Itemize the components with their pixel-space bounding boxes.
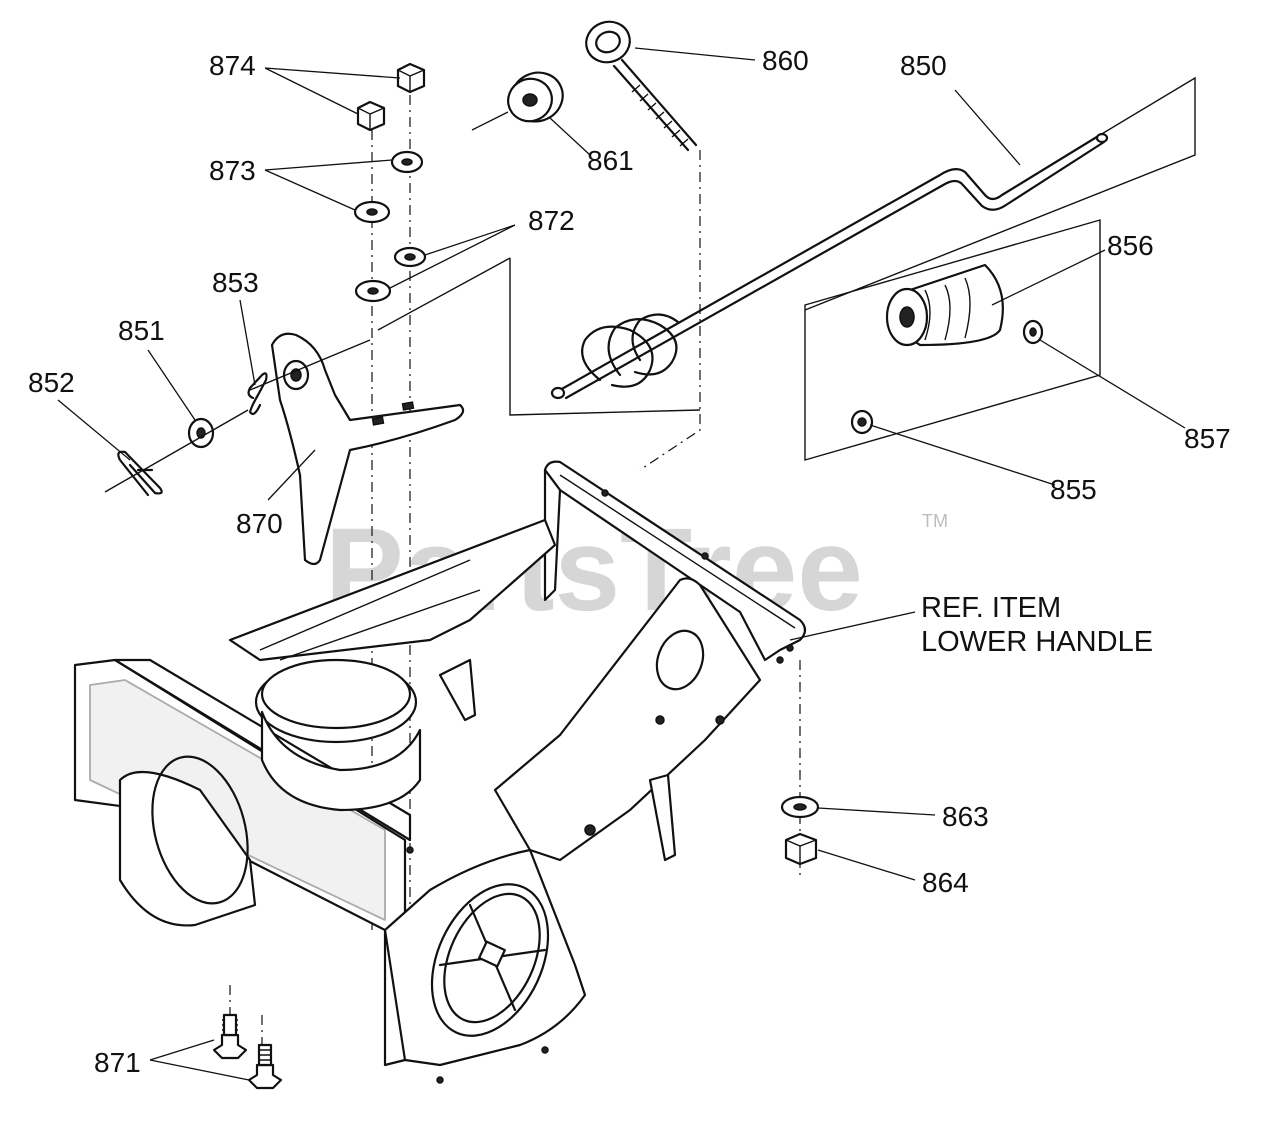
crank-rod-850 (550, 132, 1109, 400)
label-850: 850 (900, 50, 947, 81)
label-874: 874 (209, 50, 256, 81)
roller-856 (885, 263, 1004, 347)
label-851: 851 (118, 315, 165, 346)
clip-pin-852 (104, 409, 249, 497)
label-852: 852 (28, 367, 75, 398)
label-857: 857 (1184, 423, 1231, 454)
reference-line-1: REF. ITEM (921, 592, 1061, 624)
washer-863 (780, 795, 820, 819)
panel-outline-850 (509, 258, 701, 416)
bushing-861 (471, 71, 564, 131)
label-871: 871 (94, 1047, 141, 1078)
label-853: 853 (212, 267, 259, 298)
label-873: 873 (209, 155, 256, 186)
washer-851 (187, 417, 215, 449)
bracket-870 (249, 332, 465, 566)
panel-outline-left (377, 257, 511, 331)
label-861: 861 (587, 145, 634, 176)
panel-outline-850-right (804, 76, 1196, 311)
label-860: 860 (762, 45, 809, 76)
washer-857 (1022, 319, 1044, 345)
washer-855 (850, 409, 874, 435)
auger-housing (73, 518, 762, 1084)
hardware-stack-left (353, 62, 427, 303)
part-number-labels: 874 860 850 861 873 872 856 853 851 852 … (28, 45, 1231, 1078)
label-863: 863 (942, 801, 989, 832)
label-855: 855 (1050, 474, 1097, 505)
reference-note: REF. ITEM LOWER HANDLE (921, 592, 1153, 658)
label-872: 872 (528, 205, 575, 236)
nut-864 (784, 832, 818, 866)
label-856: 856 (1107, 230, 1154, 261)
reference-line-2: LOWER HANDLE (921, 626, 1153, 658)
bolts-871 (212, 1013, 283, 1090)
label-870: 870 (236, 508, 283, 539)
leader-lines (57, 47, 1186, 1081)
lower-handle-frame (543, 460, 807, 664)
label-864: 864 (922, 867, 969, 898)
hairpin-853 (247, 372, 268, 415)
watermark-trademark: TM (922, 511, 948, 531)
roller-panel (804, 219, 1101, 461)
eye-bolt-860 (585, 20, 698, 152)
